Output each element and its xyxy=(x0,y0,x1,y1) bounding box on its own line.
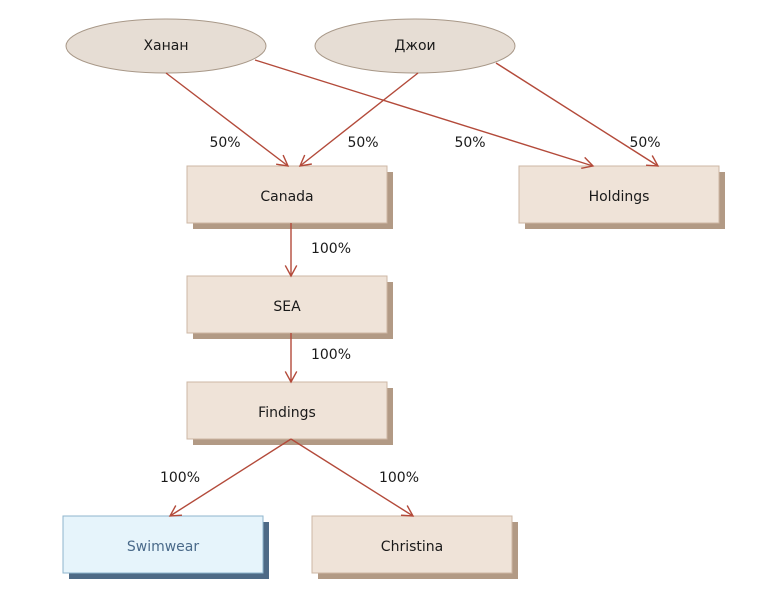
entity-box-canada xyxy=(186,165,388,224)
edge-khanan-canada xyxy=(165,72,289,167)
entity-label-findings: Findings xyxy=(258,404,316,421)
edge-label-canada-sea: 100% xyxy=(310,241,352,257)
edge-label-findings-christina: 100% xyxy=(378,470,420,486)
arrowhead-khanan-canada xyxy=(276,154,290,167)
entity-box-findings xyxy=(186,381,388,440)
arrowhead-findings-swimwear xyxy=(168,505,183,517)
arrowhead-findings-christina xyxy=(400,505,415,517)
owner-label-khanan: Ханан xyxy=(143,38,189,54)
edge-label-joy-canada: 50% xyxy=(347,135,379,151)
arrowhead-canada-sea xyxy=(284,265,298,278)
edge-joy-holdings xyxy=(495,62,659,167)
owner-label-joy: Джои xyxy=(394,38,436,54)
arrowhead-joy-holdings xyxy=(645,155,660,167)
entity-box-christina xyxy=(311,515,513,574)
entity-box-holdings xyxy=(518,165,720,224)
edge-label-joy-holdings: 50% xyxy=(629,135,661,151)
arrowhead-khanan-holdings xyxy=(581,156,595,170)
edge-label-khanan-canada: 50% xyxy=(209,135,241,151)
entity-box-sea xyxy=(186,275,388,334)
entity-label-swimwear: Swimwear xyxy=(126,538,200,555)
arrowhead-joy-canada xyxy=(298,154,312,167)
edge-joy-canada xyxy=(299,72,419,167)
edge-label-sea-findings: 100% xyxy=(310,347,352,363)
entity-label-sea: SEA xyxy=(273,298,301,315)
edge-findings-swimwear xyxy=(169,438,292,517)
entity-label-holdings: Holdings xyxy=(588,188,650,205)
edge-findings-christina xyxy=(290,438,414,517)
edge-label-khanan-holdings: 50% xyxy=(454,135,486,151)
edge-khanan-holdings xyxy=(254,59,594,167)
arrowhead-sea-findings xyxy=(284,371,298,384)
entity-box-swimwear xyxy=(62,515,264,574)
entity-label-christina: Christina xyxy=(380,538,444,555)
owner-node-joy xyxy=(314,18,516,74)
entity-label-canada: Canada xyxy=(260,188,314,205)
edge-label-findings-swimwear: 100% xyxy=(159,470,201,486)
